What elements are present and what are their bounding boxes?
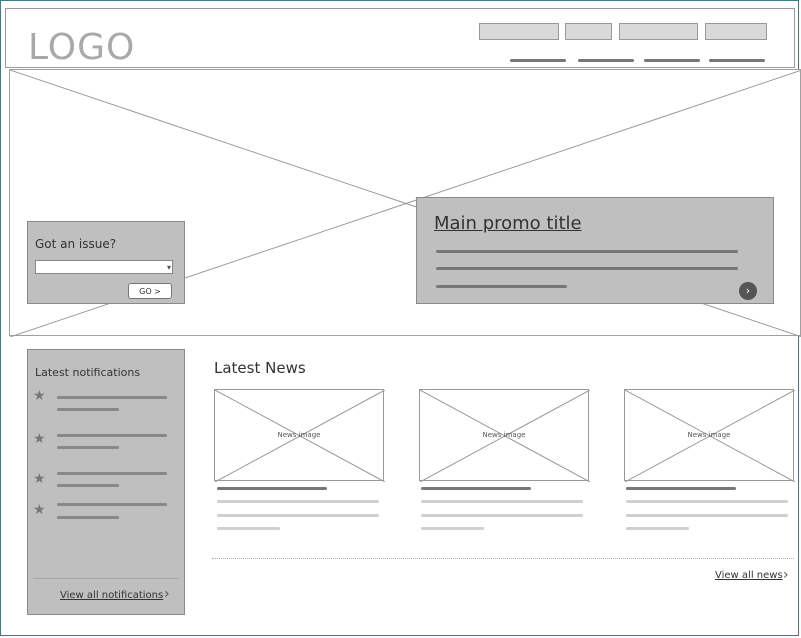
news-card-text <box>421 527 484 530</box>
star-icon: ★ <box>33 388 46 404</box>
news-card-image[interactable]: News image <box>214 389 385 482</box>
star-icon: ★ <box>33 502 46 518</box>
notification-line[interactable] <box>57 472 167 475</box>
news-card-text <box>217 527 280 530</box>
news-card-title[interactable] <box>217 487 327 490</box>
nav-button-2[interactable] <box>565 23 612 40</box>
image-placeholder-cross <box>420 390 590 482</box>
notification-line[interactable] <box>57 396 167 399</box>
view-all-notifications-link[interactable]: View all notifications <box>60 590 164 601</box>
nav-button-3[interactable] <box>619 23 698 40</box>
news-card-title[interactable] <box>421 487 531 490</box>
news-card-text <box>626 514 788 517</box>
go-button[interactable]: GO > <box>128 283 172 299</box>
view-all-news-link[interactable]: View all news <box>715 570 783 581</box>
news-card-text <box>421 500 583 503</box>
news-title: Latest News <box>214 359 306 377</box>
promo-panel: Main promo title › <box>416 197 774 304</box>
promo-text-line-2 <box>436 267 738 270</box>
news-card-text <box>421 514 583 517</box>
star-icon: ★ <box>33 471 46 487</box>
news-card-text <box>217 514 379 517</box>
news-image-label: News image <box>482 431 526 439</box>
notification-line <box>57 484 119 487</box>
news-divider <box>212 558 794 559</box>
nav-button-1[interactable] <box>479 23 559 40</box>
nav-link-4[interactable] <box>709 59 765 62</box>
chevron-down-icon: ▾ <box>166 263 171 272</box>
nav-link-3[interactable] <box>644 59 700 62</box>
chevron-right-icon[interactable]: › <box>164 586 170 602</box>
arrow-right-icon[interactable]: › <box>739 282 757 300</box>
news-card-text <box>626 527 689 530</box>
nav-link-2[interactable] <box>578 59 634 62</box>
notifications-panel: Latest notifications ★ ★ ★ ★ View all no… <box>27 349 185 615</box>
news-card-title[interactable] <box>626 487 736 490</box>
news-image-label: News image <box>687 431 731 439</box>
notifications-divider <box>33 578 179 579</box>
notification-line[interactable] <box>57 434 167 437</box>
promo-title[interactable]: Main promo title <box>434 213 582 234</box>
promo-text-line-1 <box>436 250 738 253</box>
notification-line <box>57 408 119 411</box>
news-card-text <box>626 500 788 503</box>
image-placeholder-cross <box>215 390 385 482</box>
logo[interactable]: LOGO <box>28 27 136 68</box>
notification-line[interactable] <box>57 503 167 506</box>
nav-button-4[interactable] <box>705 23 767 40</box>
star-icon: ★ <box>33 431 46 447</box>
notification-line <box>57 446 119 449</box>
promo-text-line-3 <box>436 285 567 288</box>
notification-line <box>57 516 119 519</box>
issue-title: Got an issue? <box>35 237 117 251</box>
issue-select[interactable]: ▾ <box>35 260 173 274</box>
news-card-text <box>217 500 379 503</box>
issue-panel: Got an issue? ▾ GO > <box>27 221 185 304</box>
notifications-title: Latest notifications <box>35 366 141 379</box>
news-image-label: News image <box>277 431 321 439</box>
nav-link-1[interactable] <box>510 59 566 62</box>
news-card-image[interactable]: News image <box>624 389 795 482</box>
chevron-right-icon[interactable]: › <box>783 567 789 583</box>
image-placeholder-cross <box>625 390 795 482</box>
header: LOGO <box>5 8 795 68</box>
news-card-image[interactable]: News image <box>419 389 590 482</box>
